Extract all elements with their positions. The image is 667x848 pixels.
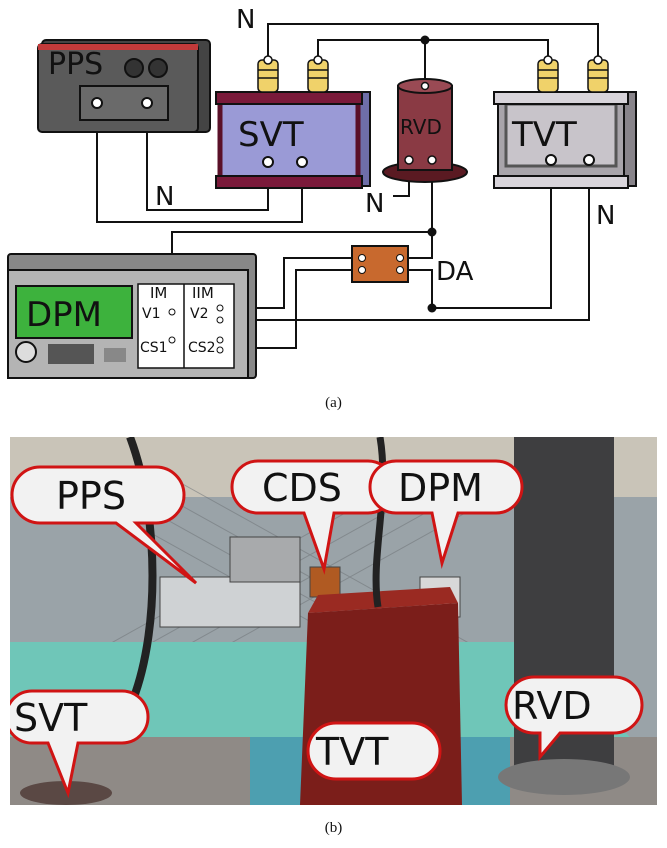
knob-icon [148,58,168,78]
svt-transformer: SVT [215,55,371,189]
label-bubble: DPM [368,459,524,569]
rvd-label: RVD [400,115,442,139]
pps-label: PPS [48,47,103,82]
pps-terminal-left [91,97,103,109]
cs1-label: CS1 [140,340,168,356]
caption-b: (b) [324,820,343,836]
knob-icon [124,58,144,78]
tvt-transformer: TVT [493,55,637,189]
schematic-diagram: PPS SVT RVD [7,5,637,379]
rvd-divider: RVD [382,78,468,183]
bushing-icon [587,55,609,93]
dpm-label: DPM [26,295,102,335]
pps-unit: PPS [37,39,211,133]
cs2-label: CS2 [188,340,216,356]
neutral-label: N [596,201,615,231]
label-bubble: SVT [10,689,150,799]
lab-photo: PPS CDS DPM SVT TVT RVD [10,437,657,805]
v2-label: V2 [190,306,208,322]
photo-label-pps: PPS [56,474,126,518]
tvt-label: TVT [511,115,577,155]
photo-label-tvt: TVT [315,730,389,774]
wiring-junctions [420,35,437,313]
dial-icon [15,341,37,363]
iim-label: IIM [192,284,214,302]
bushing-icon [307,55,329,93]
v1-label: V1 [142,306,160,322]
dpm-meter: DPM IM IIM V1 V2 CS1 CS2 [7,253,257,379]
bushing-icon [537,55,559,93]
photo-label-dpm: DPM [398,466,483,510]
bushing-icon [257,55,279,93]
neutral-label: N [155,182,174,212]
caption-a: (a) [325,395,342,411]
neutral-label: N [236,5,255,35]
im-label: IM [150,284,167,302]
photo-label-rvd: RVD [512,684,592,728]
da-label: DA [436,257,474,287]
label-bubble: TVT [306,721,442,781]
photo-label-svt: SVT [14,696,88,740]
photo-label-cds: CDS [262,466,342,510]
svt-label: SVT [238,115,304,155]
label-bubble: PPS [10,465,198,585]
da-adapter: DA [351,245,474,287]
pps-terminal-right [141,97,153,109]
neutral-label: N [365,189,384,219]
label-bubble: RVD [504,675,644,762]
